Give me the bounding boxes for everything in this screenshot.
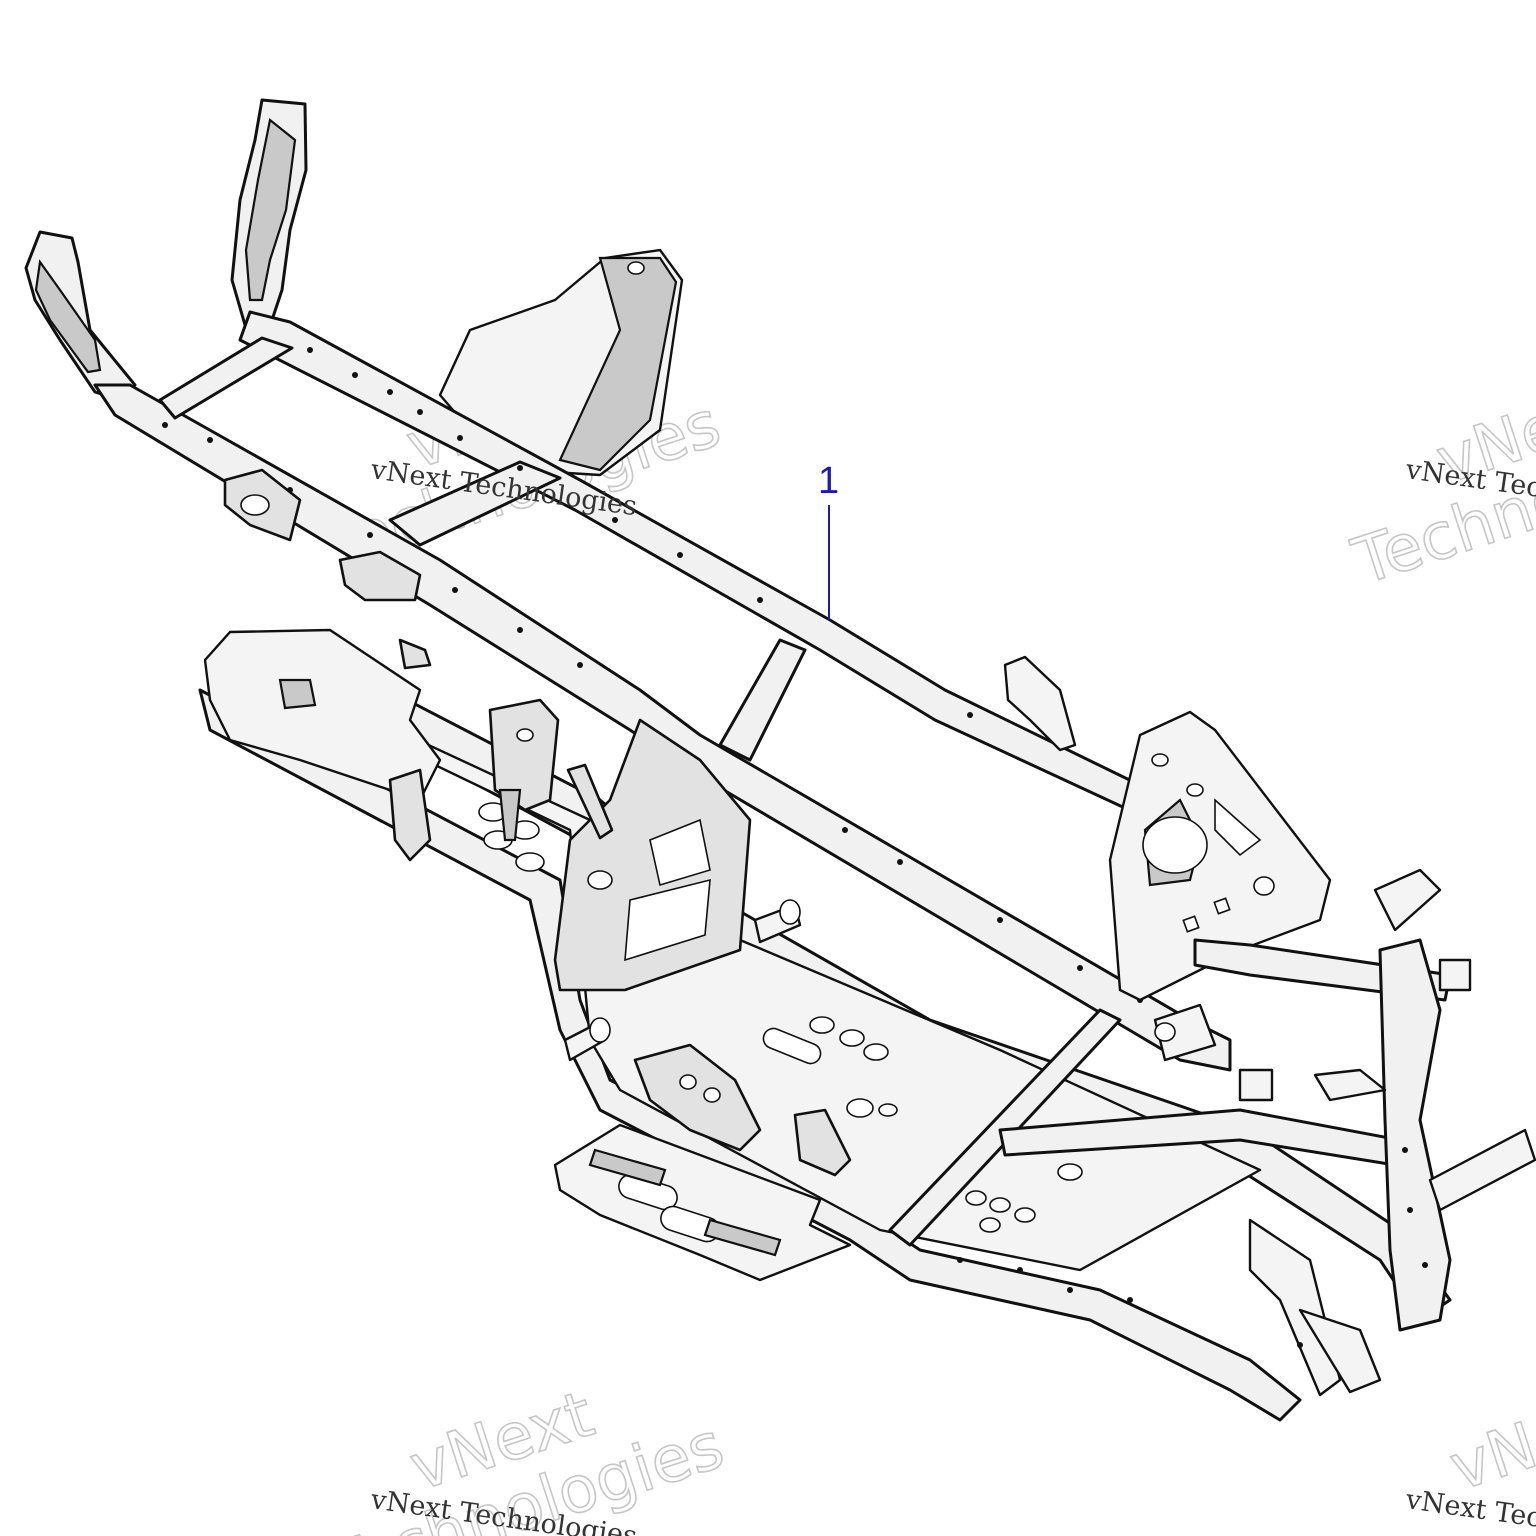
front-skid-plate bbox=[553, 1123, 852, 1282]
svg-text:1: 1 bbox=[818, 460, 839, 502]
steering-bracket bbox=[633, 1043, 852, 1177]
callout-1: 1 bbox=[818, 460, 839, 620]
front-holes bbox=[957, 1147, 1428, 1348]
watermark-label-bottom-right: vNext Technologies bbox=[1403, 1484, 1536, 1536]
rear-suspension-mount bbox=[203, 628, 442, 862]
cross-tube-bosses bbox=[563, 899, 802, 1062]
front-cage bbox=[888, 868, 1536, 1397]
watermark-large-bottom-right: vNext bbox=[1441, 1377, 1536, 1507]
rear-upright-left bbox=[24, 230, 137, 402]
rear-upright-right bbox=[230, 98, 308, 334]
rail-bracket-left bbox=[223, 468, 422, 602]
dash-support-tower bbox=[1003, 655, 1332, 1002]
center-bulkhead bbox=[553, 718, 752, 992]
mid-bracket bbox=[488, 698, 560, 842]
svg-text:vNext: vNext bbox=[1442, 1378, 1536, 1506]
